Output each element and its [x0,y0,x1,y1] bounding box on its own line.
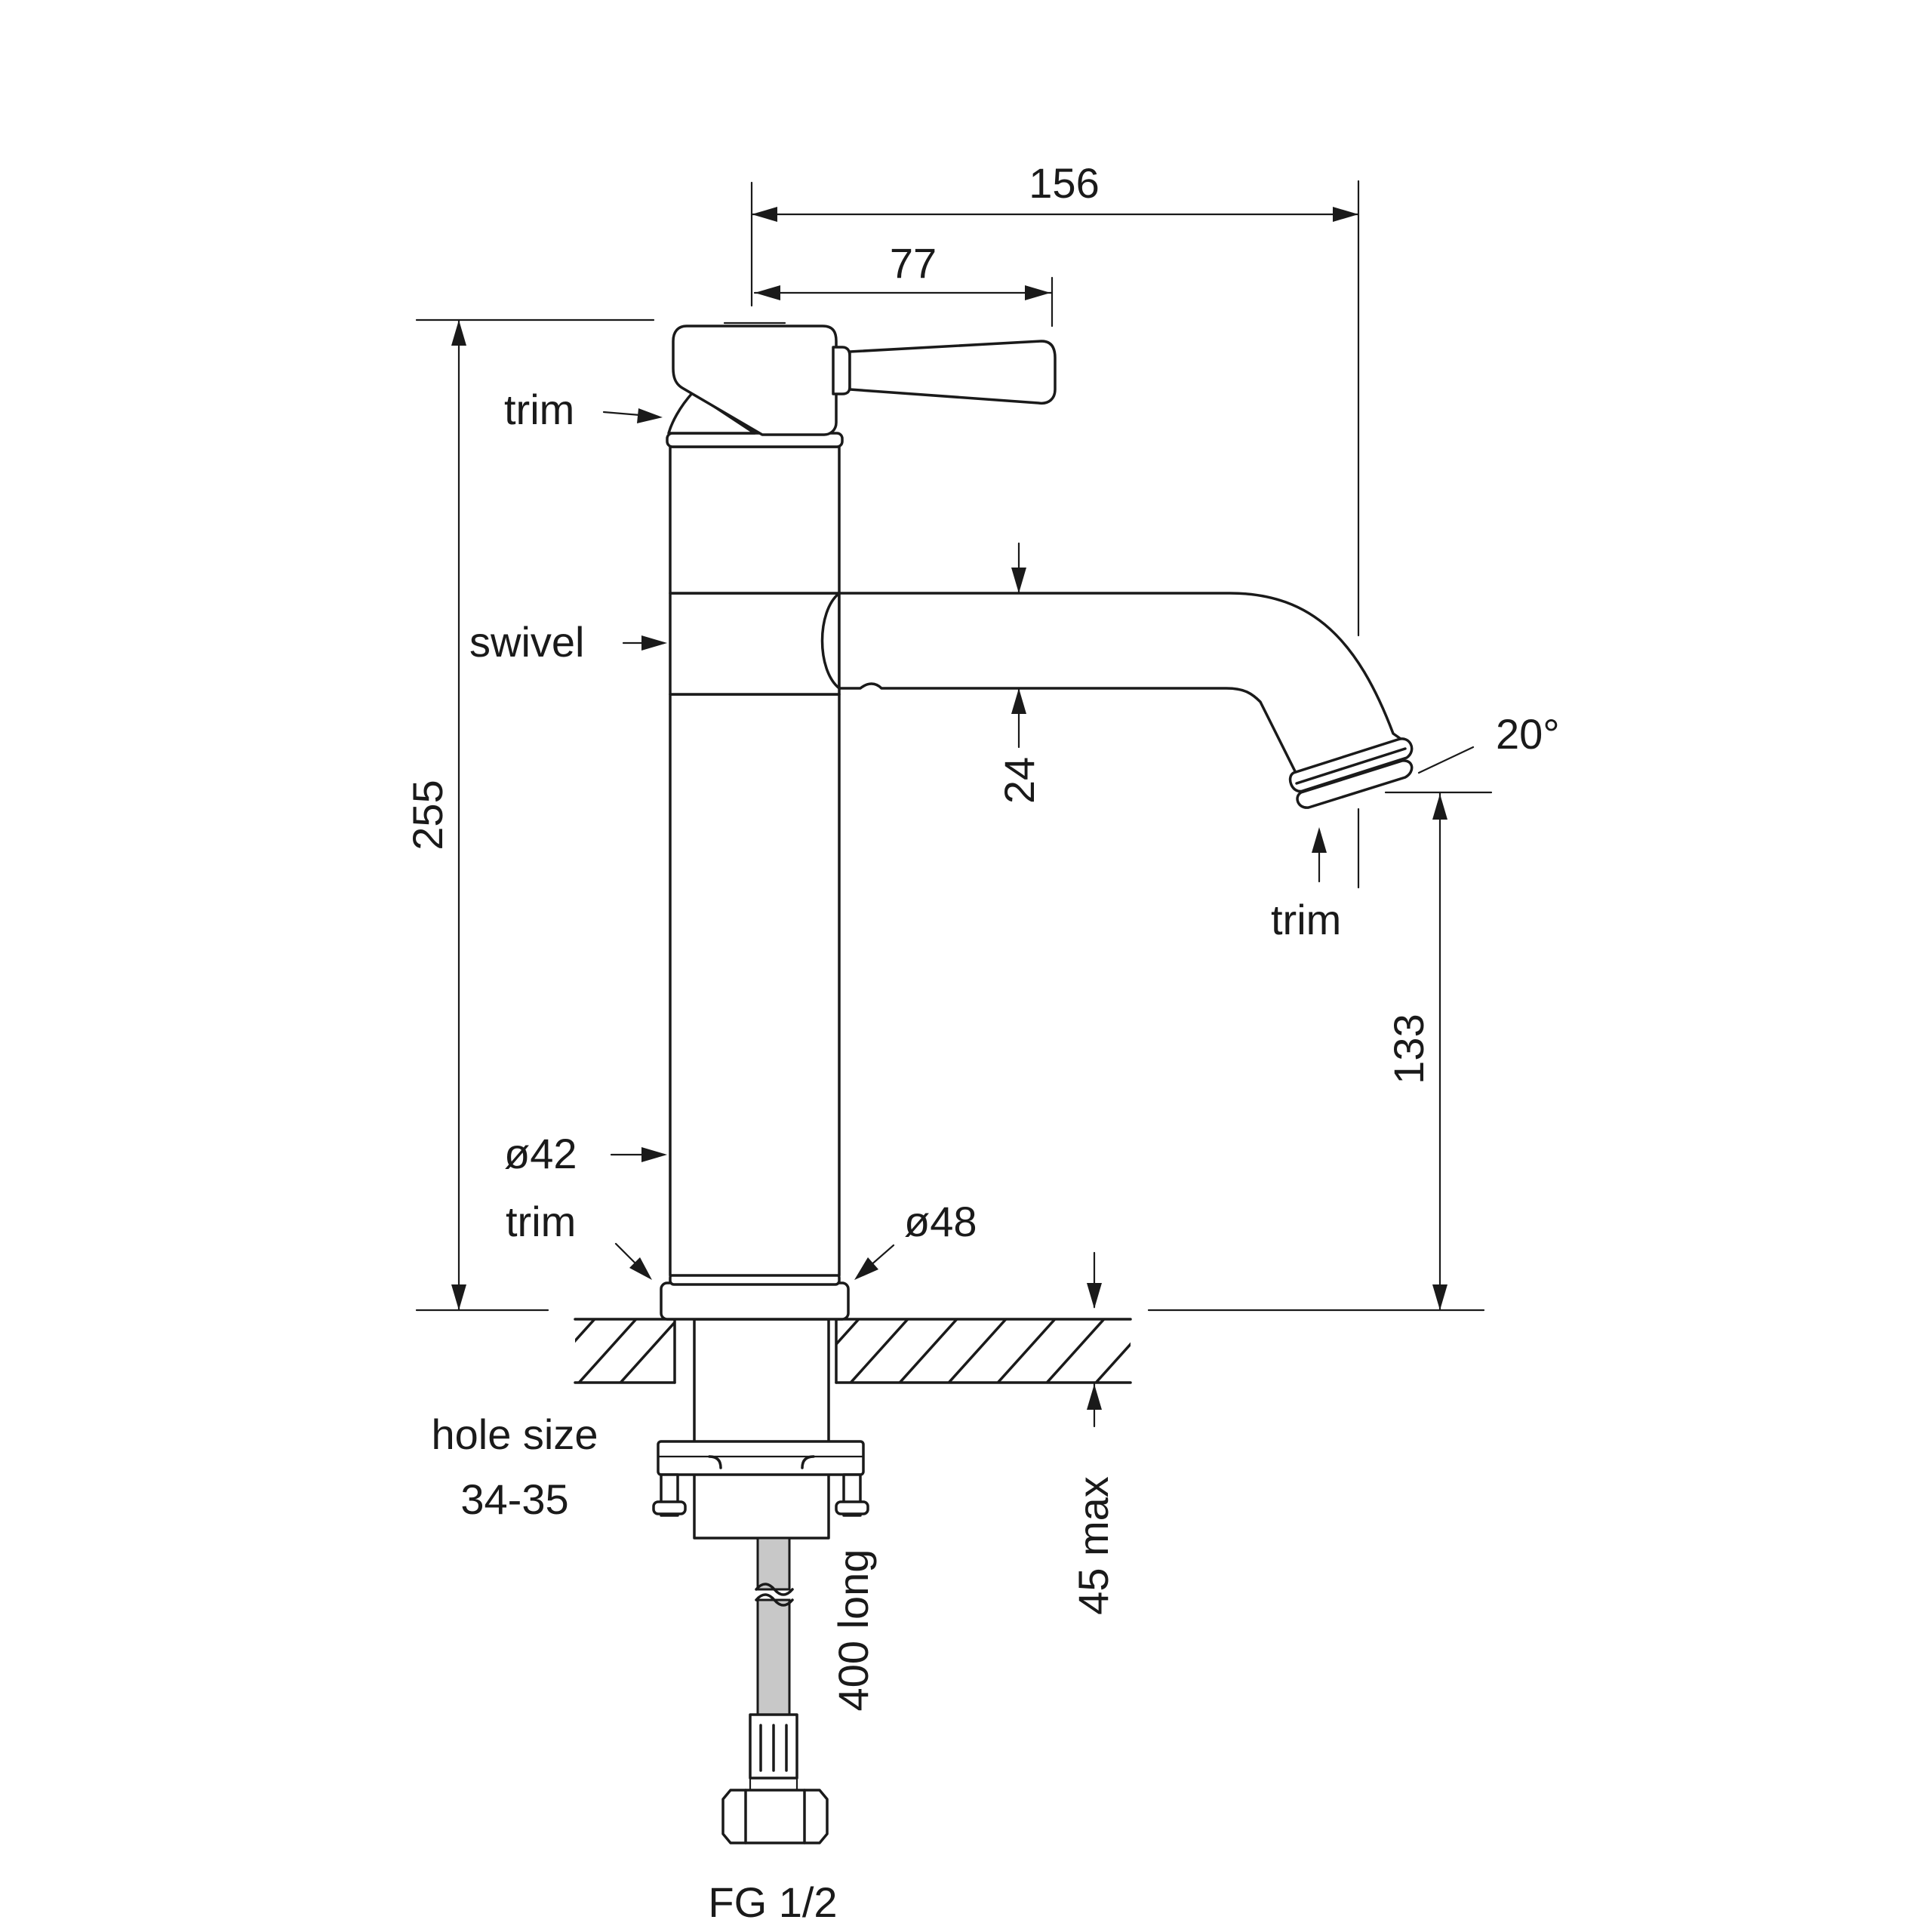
handle-trim-collar [667,391,756,435]
dimension-handle-offset: 77 [753,239,1054,328]
dimension-max-deck: 45 max [1069,1251,1117,1615]
trim-spout-label: trim [1271,896,1341,943]
spout-joint [820,592,841,690]
callout-swivel: swivel [469,618,667,666]
clip-left [708,1455,722,1469]
dimension-overall-reach: 156 [750,159,1360,637]
hose-length-label: 400 long [829,1549,877,1712]
diameter-48-label: ø48 [904,1198,977,1245]
callout-hole-size: hole size 34-35 [431,1411,598,1523]
dimension-45max-label: 45 max [1069,1476,1117,1615]
spout [820,592,1414,809]
callout-trim-top: trim [504,386,663,433]
lever-handle [667,321,1057,436]
connector-label: FG 1/2 [708,1878,837,1926]
callout-trim-spout: trim [1271,827,1341,943]
dimension-156-label: 156 [1029,159,1099,207]
callout-diameter-body: ø42 [504,1130,667,1177]
dimension-overall-height: 255 [404,318,655,1312]
dimension-133-label: 133 [1385,1014,1432,1084]
trim-base-label: trim [506,1198,576,1245]
dimension-20-label: 20° [1496,710,1560,758]
nut-right [835,1500,869,1515]
hex-nut-connector [721,1789,829,1844]
lever-boss [832,346,851,395]
swivel-ring [669,592,841,696]
lever-arm [848,340,1057,405]
lower-column [669,693,841,1277]
swivel-label: swivel [469,618,584,666]
base-trim-ring [660,1281,850,1321]
nut-left [652,1500,687,1515]
fixing-kit [652,1318,869,1540]
diameter-42-label: ø42 [504,1130,577,1177]
dimension-spout-height: 24 [995,542,1043,804]
deck-hatching-right [836,1319,1131,1383]
hose-lower [756,1598,791,1722]
countertop-deck [574,1318,1132,1384]
upper-column [669,445,841,595]
flexible-hose [721,1537,829,1844]
dimension-angle: 20° [1384,710,1560,794]
dimension-24-label: 24 [995,757,1043,804]
dimension-77-label: 77 [890,239,937,287]
tap-body [660,432,850,1321]
backnut-plate [657,1440,865,1476]
trim-top-label: trim [504,386,574,433]
shank [693,1318,830,1540]
hole-size-label-line2: 34-35 [460,1475,568,1523]
handle-cap [672,325,838,436]
hose-upper [756,1537,791,1591]
dimension-255-label: 255 [404,780,451,850]
hole-size-label-line1: hole size [431,1411,598,1458]
deck-hatching-left [575,1319,675,1383]
aerator-outlet [1296,759,1414,809]
callout-trim-base: trim [506,1198,652,1280]
clip-right [801,1455,815,1469]
callout-diameter-base: ø48 [854,1198,977,1280]
dimension-spout-clearance: 133 [1147,791,1485,1312]
aerator-trim [1288,737,1414,809]
